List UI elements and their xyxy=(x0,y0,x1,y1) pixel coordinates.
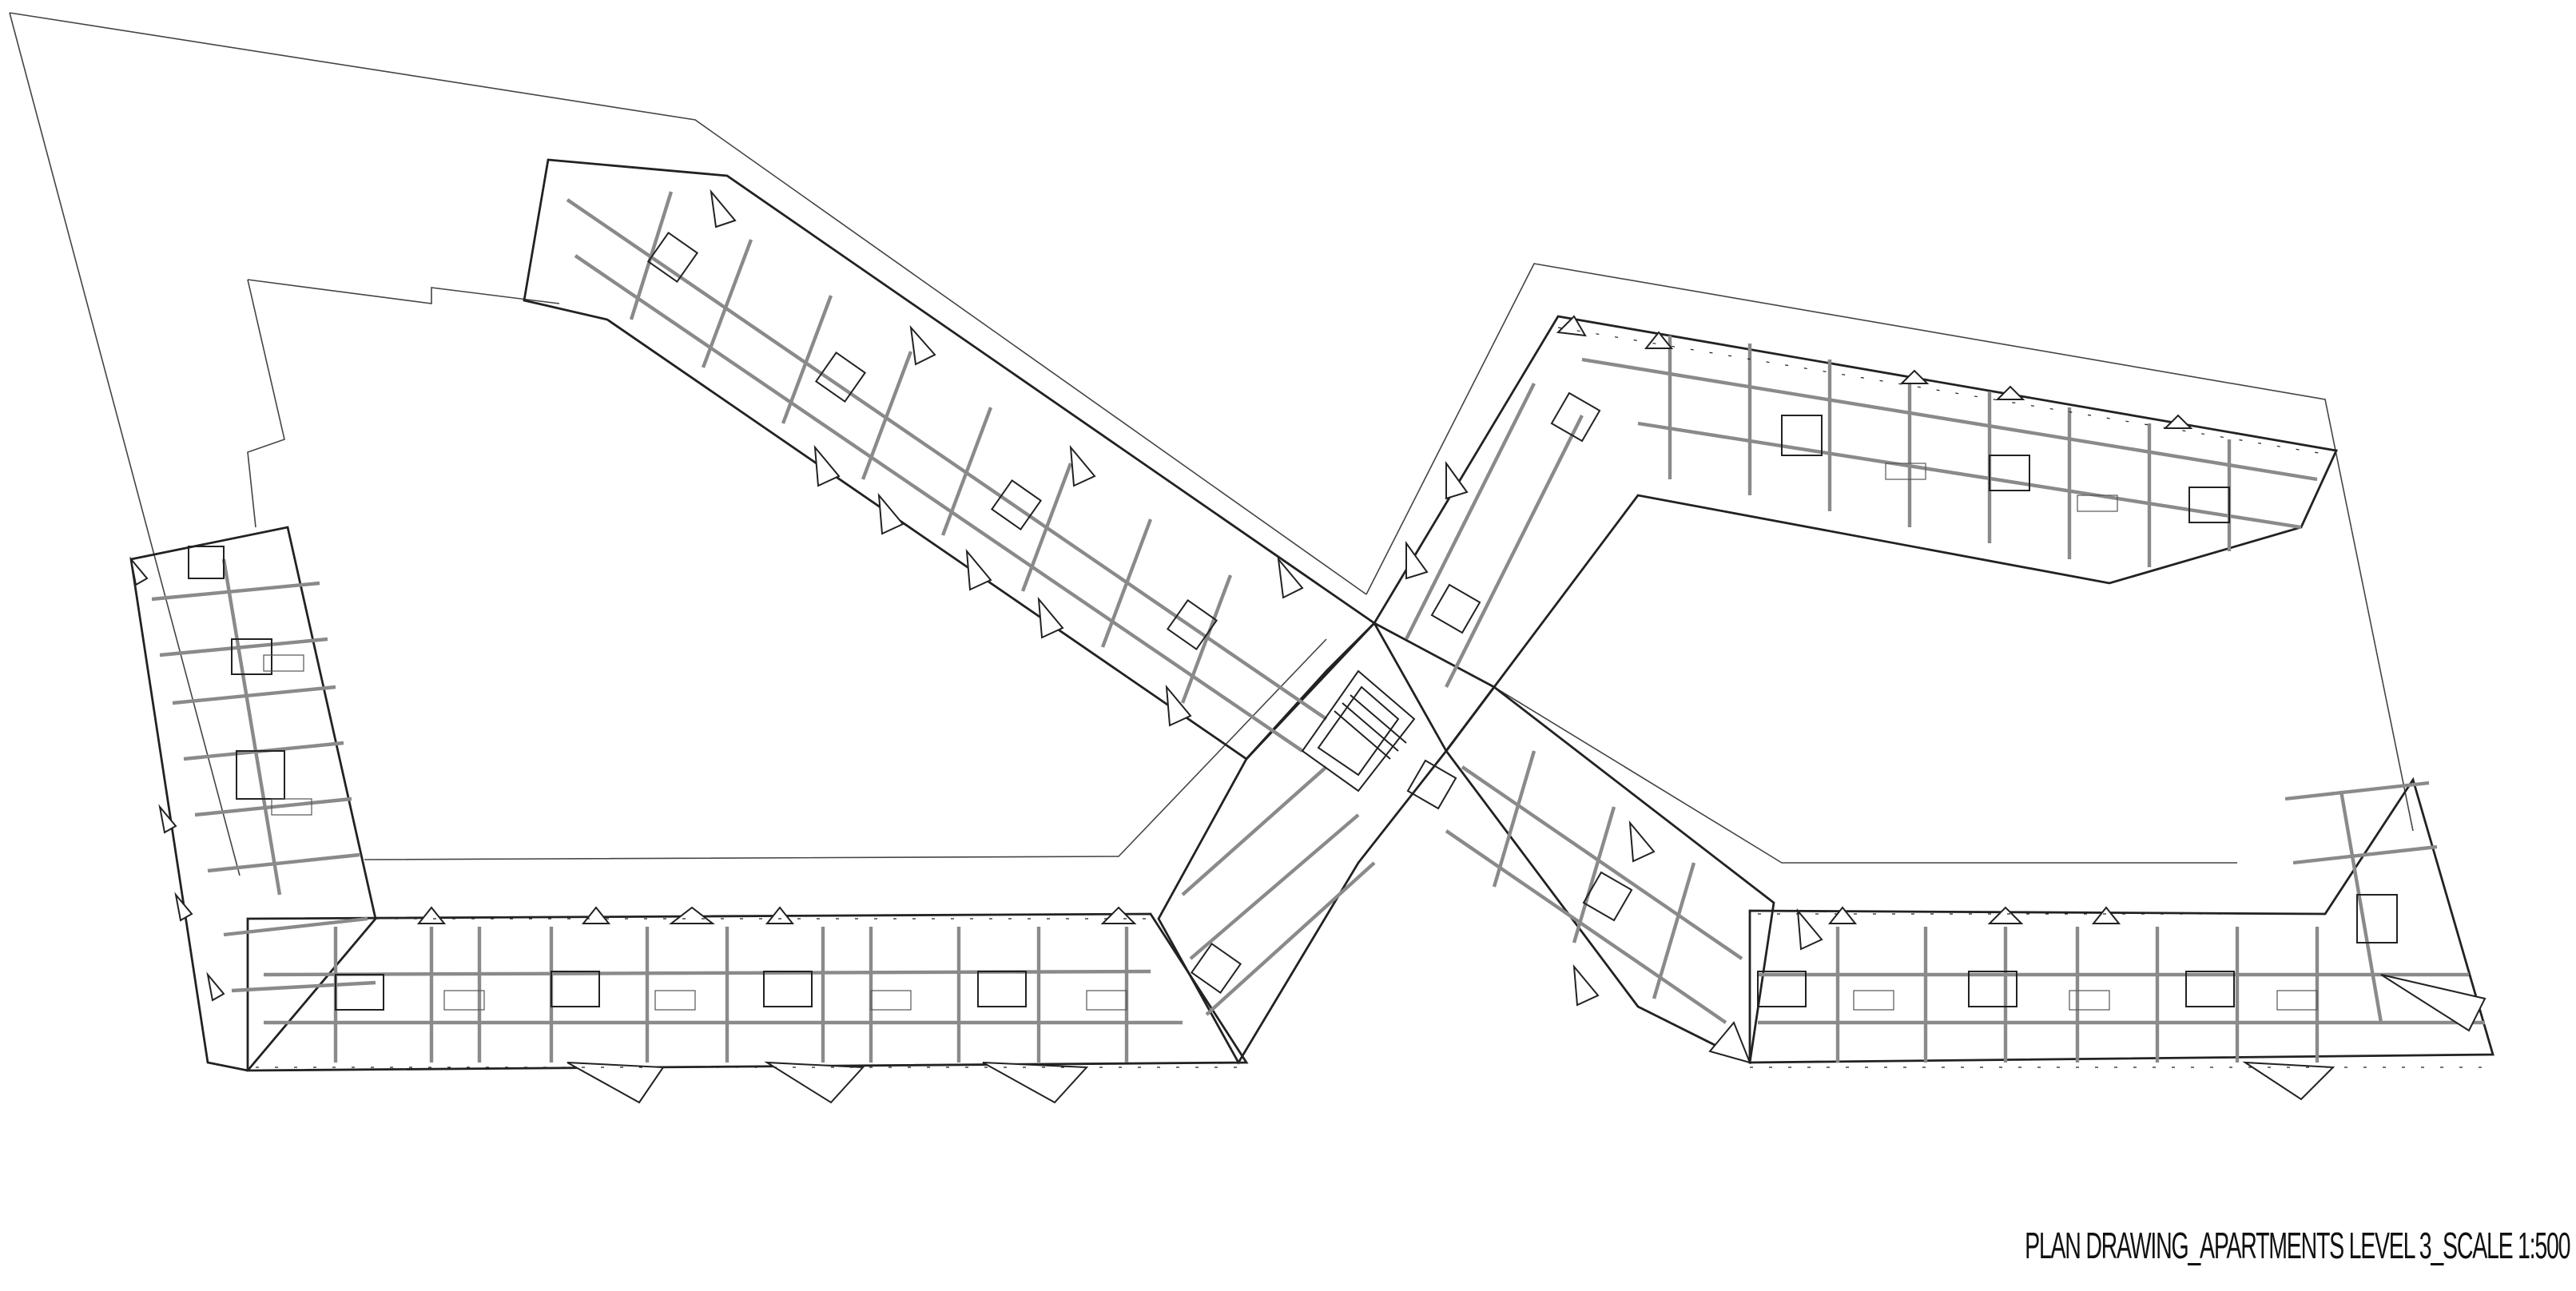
site-boundary xyxy=(9,12,2414,876)
wing-southeast xyxy=(1445,685,1775,1065)
central-atrium xyxy=(1301,669,1416,792)
wing-southwest xyxy=(246,912,1249,1072)
interior-walls xyxy=(151,191,2485,1063)
window-marks xyxy=(256,327,2493,1068)
drawing-title: PLAN DRAWING_APARTMENTS LEVEL 3_SCALE 1:… xyxy=(2024,1225,2570,1266)
wing-south-east xyxy=(1748,777,2495,1064)
facade-bays xyxy=(129,189,2487,1104)
fixtures xyxy=(263,463,2318,1011)
wing-center xyxy=(1157,622,1497,1065)
wing-northeast xyxy=(1373,315,2339,753)
building-wings xyxy=(129,158,2495,1072)
wing-west xyxy=(129,526,377,1072)
stair-cores xyxy=(188,231,2398,1011)
